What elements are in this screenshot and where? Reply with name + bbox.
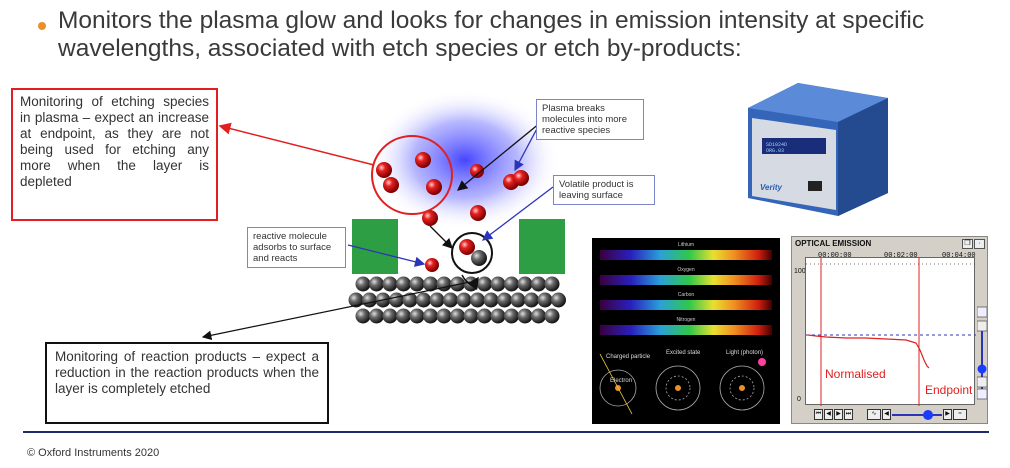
time-label-2: 00:02:00 xyxy=(884,252,918,260)
etching-species-callout: Monitoring of etching species in plasma … xyxy=(11,88,218,221)
optical-emission-panel: OPTICAL EMISSION ❐ · 00:00:00 00:02:00 0… xyxy=(791,236,988,424)
next-button[interactable]: ▶ xyxy=(834,409,843,420)
device-display-1: SD1024D xyxy=(766,142,787,148)
bullet-text: Monitors the plasma glow and looks for c… xyxy=(58,7,925,62)
bullet-dot xyxy=(38,22,46,30)
device-display-2: ORG.03 xyxy=(766,148,784,154)
arrow-adsorb xyxy=(347,244,426,267)
volatile-product-grey xyxy=(471,250,487,266)
substrate-atoms xyxy=(348,276,566,324)
emission-spectra-image: Lithium Oxygen Carbon Nitrogen Charged p… xyxy=(592,238,780,424)
playback-controls: ⏮ ◀ ▶ ⏭ ∿ ◀ ▶ ≈ xyxy=(814,409,967,421)
mask-left xyxy=(352,219,398,274)
arrow-volatile xyxy=(481,186,554,241)
y-label-min: 0 xyxy=(797,396,801,403)
copyright-text: © Oxford Instruments 2020 xyxy=(27,447,160,459)
plasma-glow xyxy=(370,90,560,230)
emission-trace xyxy=(807,334,930,369)
plasma-breaks-label: Plasma breaks molecules into more reacti… xyxy=(536,99,644,140)
window-restore-button[interactable]: ❐ xyxy=(962,239,973,249)
atom-label-excited: Excited state xyxy=(666,350,701,356)
reactive-molecule-label: reactive molecule adsorbs to surface and… xyxy=(247,227,346,268)
volatile-product-red xyxy=(459,239,475,255)
spectrum-bar-1 xyxy=(600,250,772,260)
etch-species-molecules xyxy=(376,152,529,272)
arrow-plasma-left xyxy=(456,122,541,191)
arrow-curve xyxy=(461,274,479,291)
mask-right xyxy=(519,219,565,274)
window-close-button[interactable]: · xyxy=(974,239,985,249)
time-label-3: 00:04:00 xyxy=(942,252,976,260)
endpoint-label: Endpoint xyxy=(925,383,973,397)
spectrum-bar-4 xyxy=(600,325,772,335)
time-slider[interactable] xyxy=(892,409,942,421)
spectrum-label-1: Lithium xyxy=(677,242,695,248)
wave-button-2[interactable]: ≈ xyxy=(953,409,967,420)
wave-button[interactable]: ∿ xyxy=(867,409,881,420)
arrow-to-species-callout xyxy=(218,122,375,166)
atom-diagrams xyxy=(599,353,766,415)
spectrum-label-2: Oxygen xyxy=(677,267,695,273)
footer-rule xyxy=(23,431,989,433)
device-brand: Verity xyxy=(760,183,782,192)
prev-button[interactable]: ◀ xyxy=(824,409,833,420)
last-button[interactable]: ⏭ xyxy=(844,409,853,420)
atom-label-photon: Light (photon) xyxy=(726,350,764,356)
spectrum-label-3: Carbon xyxy=(677,292,695,298)
arrow-down-molecule xyxy=(429,225,453,249)
slider-left-button[interactable]: ◀ xyxy=(882,409,891,420)
atom-label-electron: Electron xyxy=(610,378,633,384)
oes-device-image: SD1024D ORG.03 Verity xyxy=(748,83,888,216)
vertical-scrollbar[interactable] xyxy=(977,257,987,409)
time-label-1: 00:00:00 xyxy=(818,252,852,260)
optical-emission-plot xyxy=(805,257,976,406)
arrow-to-products-callout xyxy=(201,281,471,341)
normalised-label: Normalised xyxy=(825,367,886,381)
atom-label-charged: Charged particle xyxy=(606,354,651,360)
spectrum-bar-2 xyxy=(600,275,772,285)
volatile-product-label: Volatile product is leaving surface xyxy=(553,175,655,205)
arrow-plasma-right xyxy=(514,122,541,172)
reaction-products-callout: Monitoring of reaction products – expect… xyxy=(45,342,329,424)
y-label-max: 100 xyxy=(794,268,806,275)
optical-emission-title: OPTICAL EMISSION xyxy=(795,239,872,248)
spectrum-bar-3 xyxy=(600,300,772,310)
etch-species-circle xyxy=(371,135,453,215)
slider-right-button[interactable]: ▶ xyxy=(943,409,952,420)
spectrum-label-4: Nitrogen xyxy=(676,317,696,323)
first-button[interactable]: ⏮ xyxy=(814,409,823,420)
